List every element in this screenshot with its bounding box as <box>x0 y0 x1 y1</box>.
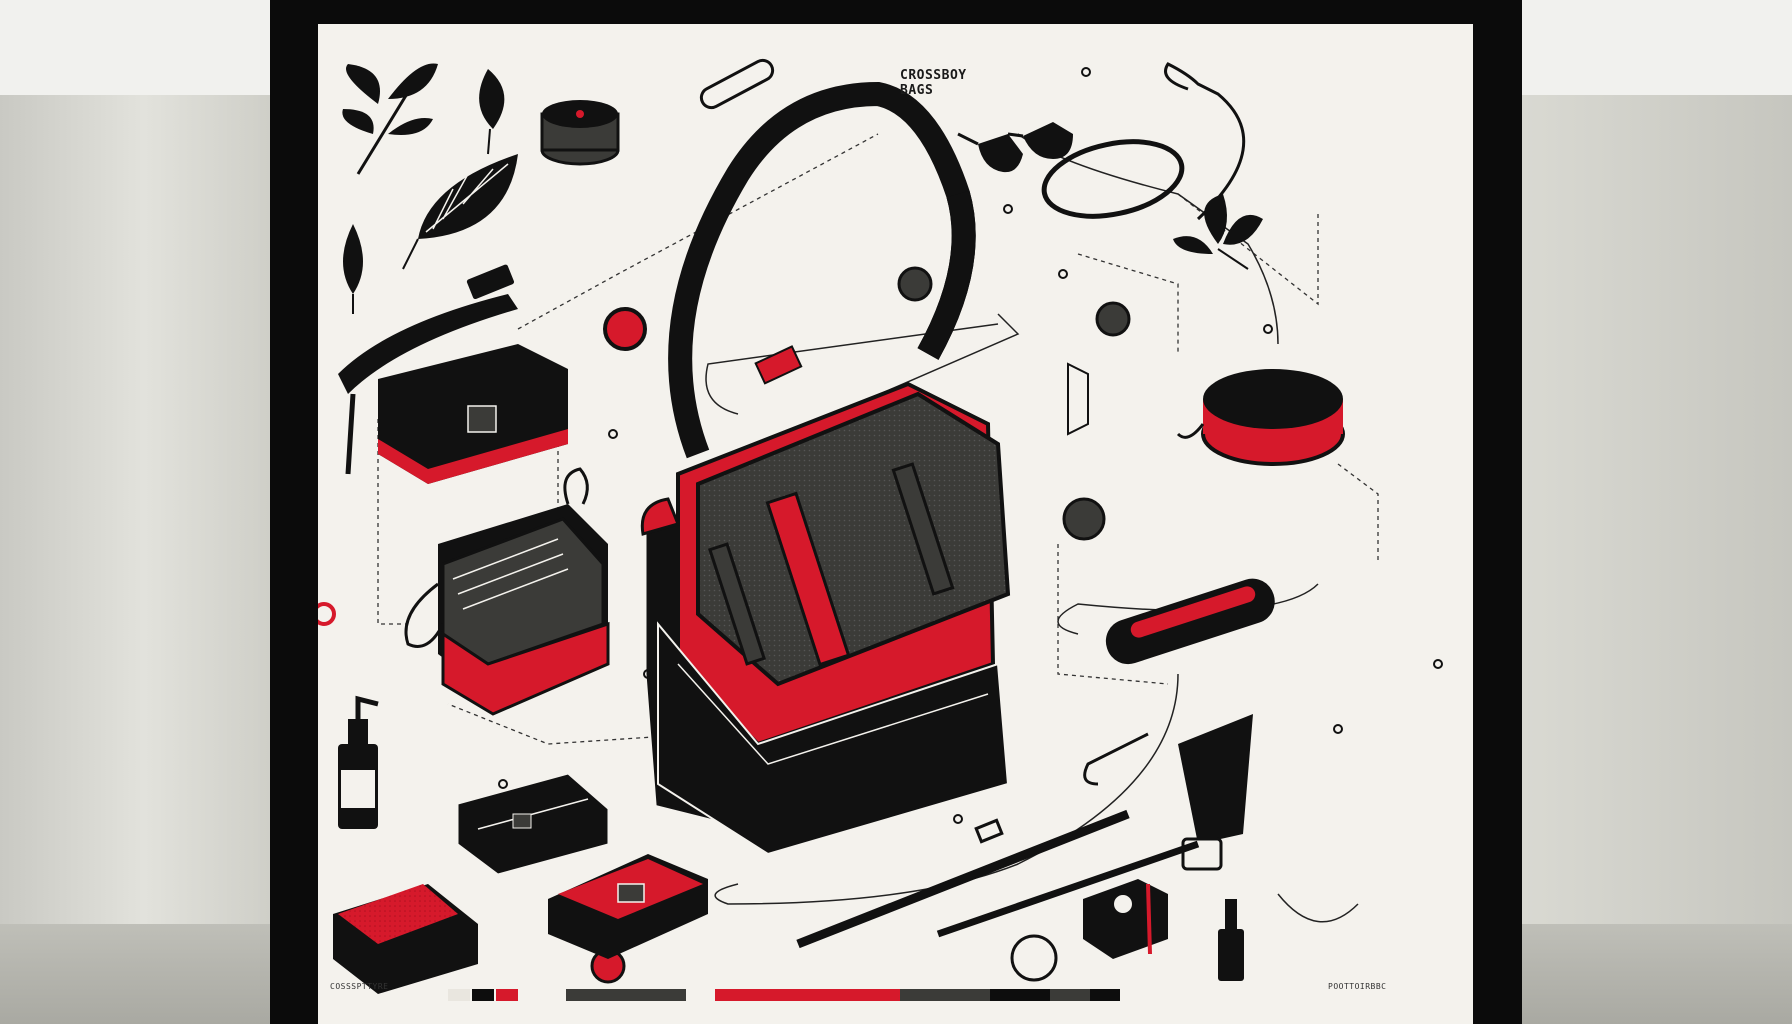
poster-canvas: CROSSBOY BAGS COSSSPTTYRE POOTTOIRBBC <box>318 24 1473 1024</box>
poster-title-line2: BAGS <box>900 83 934 98</box>
red-ring-icon <box>318 602 336 626</box>
backdrop-bottom-right <box>1522 924 1792 1024</box>
swatch <box>1050 989 1090 1001</box>
button-disc-icon <box>1095 301 1131 337</box>
button-disc-icon <box>1062 497 1106 541</box>
strap-buckle-icon <box>465 263 516 301</box>
striped-leaf-icon <box>402 154 518 270</box>
dropper-bottle-icon <box>1218 899 1244 981</box>
red-tag-icon <box>603 307 647 351</box>
swatch <box>496 989 518 1001</box>
swatch <box>566 989 686 1001</box>
leaf-icon <box>479 69 505 155</box>
camera-icon <box>1083 879 1168 959</box>
backdrop-top-left <box>0 0 270 95</box>
swatch <box>715 989 900 1001</box>
cord-loop-icon <box>1041 139 1185 219</box>
button-disc-icon <box>897 266 933 302</box>
poster-title-line1: CROSSBOY <box>900 68 967 83</box>
main-messenger-bag <box>640 81 1011 856</box>
swatch <box>990 989 1050 1001</box>
lanyard-icon <box>1164 62 1246 221</box>
strap-loop-icon <box>699 58 775 110</box>
illustration <box>318 58 1443 994</box>
round-tin-icon <box>540 100 620 166</box>
ring-icon <box>1010 934 1058 982</box>
spray-bottle-icon <box>338 695 379 829</box>
swatch <box>1090 989 1120 1001</box>
leaf-sprig-icon <box>342 63 438 175</box>
pencil-case-icon <box>1105 578 1275 665</box>
flap-bag-small <box>404 467 610 716</box>
wallet-black-icon <box>457 773 609 875</box>
footer-left-label: COSSSPTTYRE <box>330 982 389 991</box>
poster-title: CROSSBOY BAGS <box>900 68 967 98</box>
shoulder-strap-icon <box>796 732 1200 949</box>
swatch <box>448 989 470 1001</box>
backdrop-bottom-left <box>0 924 270 1024</box>
wallet-card-icon <box>333 884 478 994</box>
pin-markers <box>498 67 1443 824</box>
swatch <box>900 989 990 1001</box>
round-pouch-icon <box>1176 369 1345 466</box>
swatch <box>472 989 494 1001</box>
wallet-red-icon <box>548 854 708 959</box>
sunglasses-icon <box>957 122 1073 173</box>
leaf-cluster-icon <box>1173 194 1263 270</box>
footer-right-label: POOTTOIRBBC <box>1328 982 1387 991</box>
small-leaf-icon <box>343 224 363 314</box>
crossbody-bag-small <box>338 294 568 484</box>
backdrop-top-right <box>1522 0 1792 95</box>
hang-tag-icon <box>1067 362 1089 436</box>
